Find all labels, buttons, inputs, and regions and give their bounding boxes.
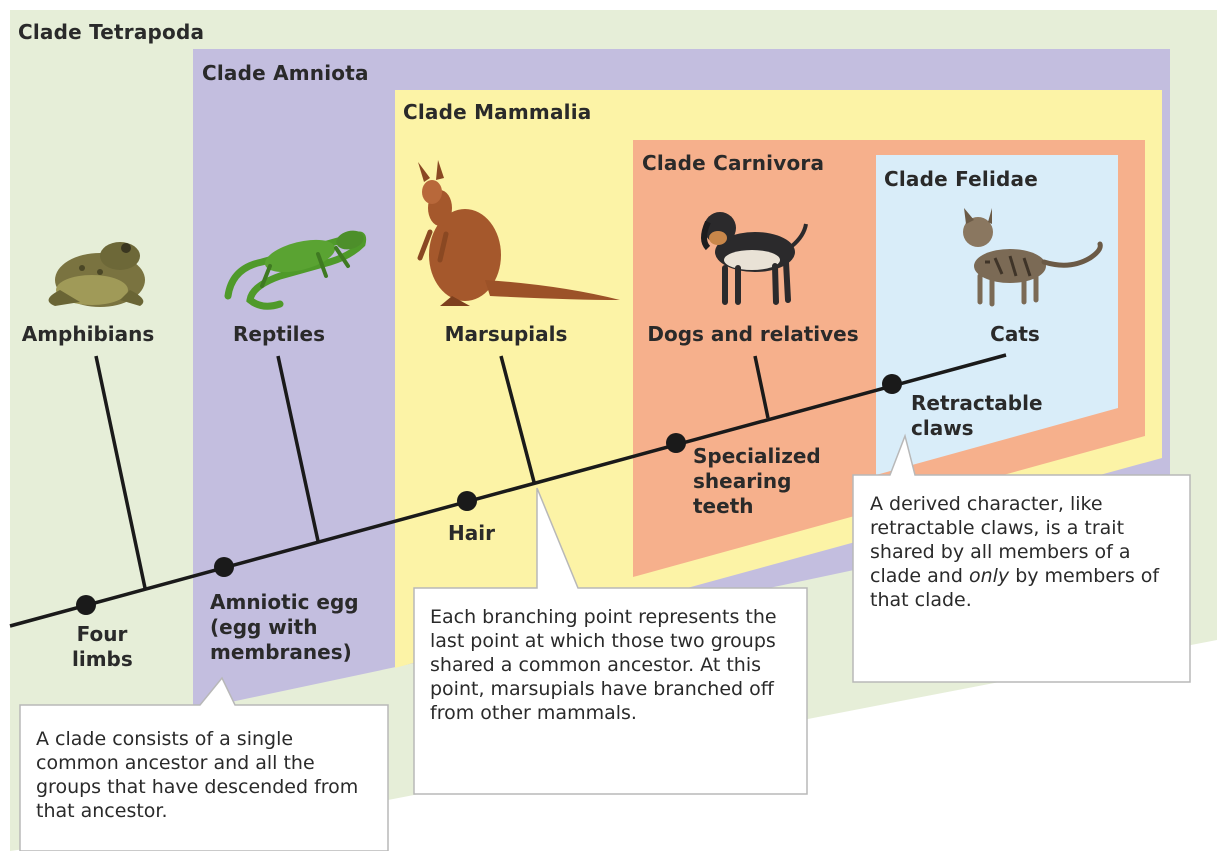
trait-amniotic-egg: Amniotic egg (egg with membranes) [210, 590, 359, 665]
note-derived-character: A derived character, like retractable cl… [870, 492, 1180, 612]
note-derived-only: only [969, 565, 1009, 587]
group-label-dogs: Dogs and relatives [647, 322, 858, 346]
trait-four-limbs: Four limbs [72, 622, 132, 672]
clade-title-carnivora: Clade Carnivora [642, 151, 824, 175]
trait-retractable-claws: Retractable claws [911, 391, 1043, 441]
trait-specialized-teeth: Specialized shearing teeth [693, 444, 821, 519]
group-label-amphibians: Amphibians [22, 322, 155, 346]
group-label-cats: Cats [990, 322, 1040, 346]
trait-hair: Hair [448, 521, 495, 546]
group-label-marsupials: Marsupials [445, 322, 568, 346]
clade-title-felidae: Clade Felidae [884, 167, 1038, 191]
clade-title-mammalia: Clade Mammalia [403, 100, 591, 124]
group-label-reptiles: Reptiles [233, 322, 325, 346]
note-branching-point: Each branching point represents the last… [430, 605, 802, 725]
note-clade-definition: A clade consists of a single common ance… [36, 727, 366, 823]
clade-title-amniota: Clade Amniota [202, 61, 369, 85]
clade-title-tetrapoda: Clade Tetrapoda [18, 20, 204, 44]
